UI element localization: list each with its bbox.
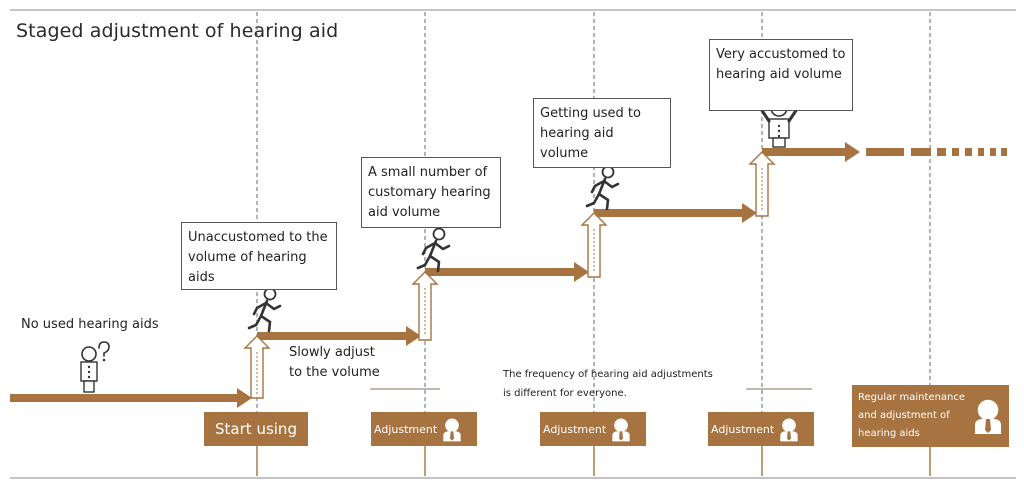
consultant-icon xyxy=(611,418,631,442)
stage-box-getting-used: Getting used to hearing aid volume xyxy=(533,98,671,168)
dashed-continuation xyxy=(866,148,1007,156)
stage-box-very-accustomed: Very accustomed to hearing aid volume xyxy=(709,39,853,111)
adjustment-label: Adjustment xyxy=(374,423,438,436)
maintenance-tag: Regular maintenance and adjustment of he… xyxy=(852,385,1009,447)
adjustment-tag-2: Adjustment xyxy=(540,412,646,446)
runner-icon xyxy=(247,287,282,333)
person-question-icon xyxy=(80,341,110,393)
start-using-tag: Start using xyxy=(204,412,308,446)
maintenance-label: Regular maintenance and adjustment of he… xyxy=(858,392,966,439)
stage-label-no-hearing-aids: No used hearing aids xyxy=(21,317,159,332)
adjustment-label: Adjustment xyxy=(711,423,775,436)
tag-connectors xyxy=(256,446,931,476)
consultant-icon xyxy=(973,399,1003,435)
horizontal-arrows xyxy=(10,142,860,408)
stage-box-small-customary: A small number of customary hearing aid … xyxy=(361,157,501,228)
stage-box-unaccustomed: Unaccustomed to the volume of hearing ai… xyxy=(181,222,337,290)
adjustment-label: Adjustment xyxy=(543,423,607,436)
slowly-adjust-note: Slowly adjust to the volume xyxy=(289,345,380,380)
runner-icon xyxy=(585,165,620,211)
runner-icon xyxy=(416,227,451,273)
page-title: Staged adjustment of hearing aid xyxy=(16,20,339,42)
consultant-icon xyxy=(779,418,799,442)
adjustment-tag-3: Adjustment xyxy=(708,412,814,446)
frequency-note: The frequency of hearing aid adjustments… xyxy=(503,369,713,399)
step-arrow-inner-dashes xyxy=(256,168,763,394)
adjustment-tag-1: Adjustment xyxy=(371,412,477,446)
consultant-icon xyxy=(442,418,462,442)
